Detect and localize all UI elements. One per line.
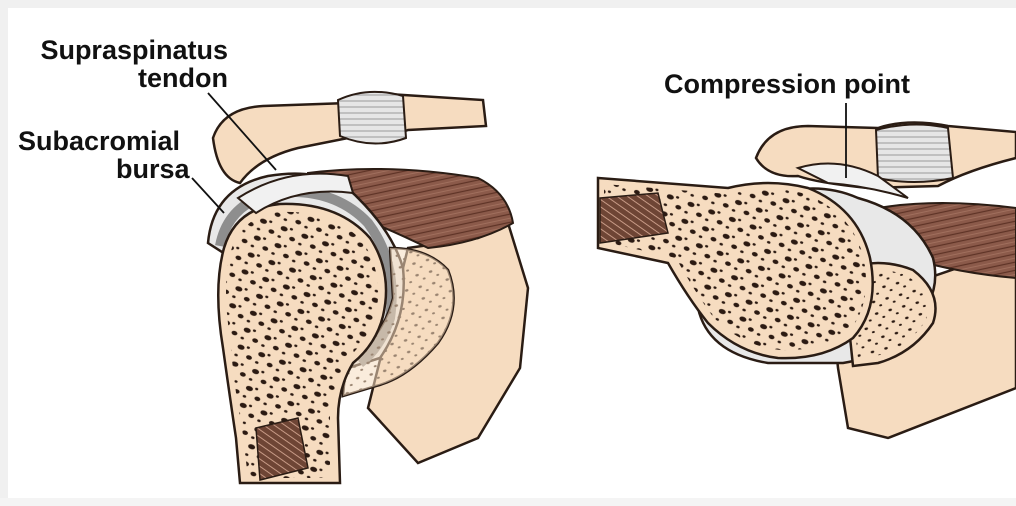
label-subacromial-bursa: Subacromial bursa: [18, 127, 190, 183]
right-shoulder: [598, 122, 1016, 438]
subacromial-leader: [192, 178, 224, 213]
label-subacromial-line1: Subacromial: [18, 127, 190, 155]
label-subacromial-line2: bursa: [18, 155, 190, 183]
label-supraspinatus-tendon: Supraspinatus tendon: [30, 36, 228, 92]
left-marrow: [256, 418, 308, 480]
label-supraspinatus-line2: tendon: [30, 64, 228, 92]
label-compression-point: Compression point: [664, 70, 910, 98]
label-supraspinatus-line1: Supraspinatus: [30, 36, 228, 64]
left-ligament: [338, 92, 406, 144]
left-shoulder: [208, 92, 528, 483]
right-ligament: [876, 124, 953, 182]
